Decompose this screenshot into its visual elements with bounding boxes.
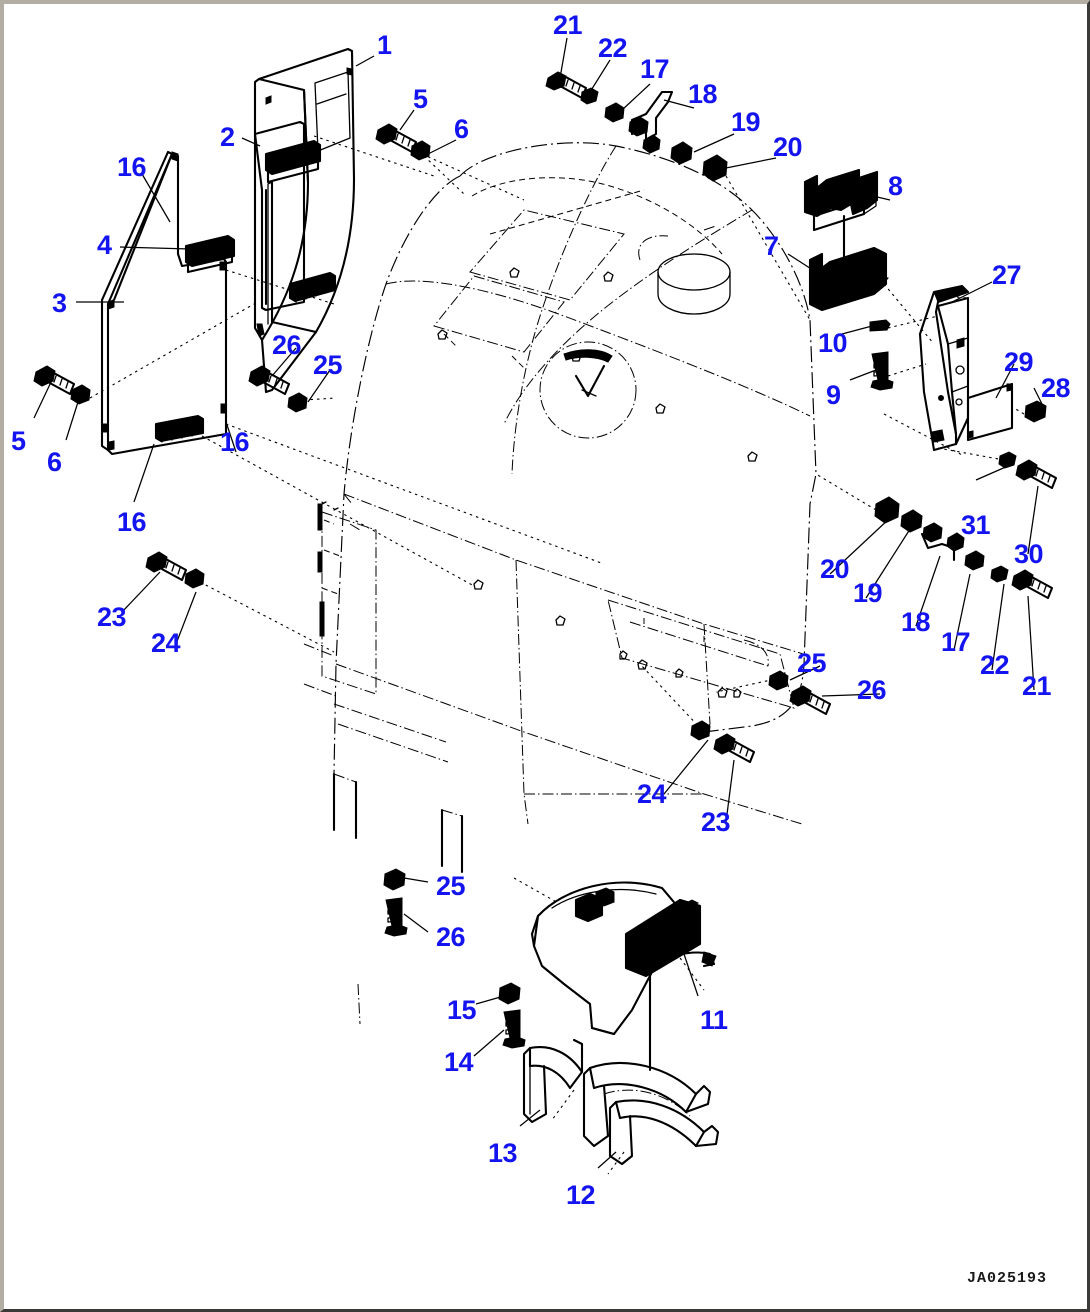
washer-25-right bbox=[768, 670, 789, 691]
nut-28 bbox=[1024, 400, 1047, 423]
seal-block-lower bbox=[154, 414, 205, 443]
bolt-14 bbox=[502, 1009, 526, 1049]
washer-24-mid bbox=[690, 720, 711, 741]
callout-2[interactable]: 2 bbox=[220, 122, 235, 152]
hinge-upper bbox=[264, 139, 322, 184]
washer-15 bbox=[498, 982, 521, 1005]
rubber-mount-20-bot bbox=[874, 496, 900, 524]
callout-25b[interactable]: 25 bbox=[797, 648, 827, 678]
leader-lines bbox=[33, 37, 1045, 1175]
callout-7[interactable]: 7 bbox=[764, 231, 779, 261]
callout-11[interactable]: 11 bbox=[700, 1005, 728, 1035]
part-27-corner-bracket bbox=[918, 284, 970, 452]
washer-6-left bbox=[70, 384, 91, 405]
part-12-fender-ext-outer bbox=[582, 1061, 720, 1166]
bolt-21-top bbox=[545, 71, 588, 100]
callout-6b[interactable]: 6 bbox=[47, 447, 62, 477]
callout-29[interactable]: 29 bbox=[1004, 347, 1034, 377]
washer-25-fender bbox=[383, 868, 406, 891]
fender-bracket-small bbox=[574, 887, 615, 923]
part-3-side-panel bbox=[100, 150, 236, 456]
callout-4[interactable]: 4 bbox=[97, 230, 112, 260]
bolt-5-top bbox=[375, 123, 418, 154]
bolt-23-left bbox=[145, 551, 188, 582]
bolt-30 bbox=[1015, 459, 1058, 490]
callout-28[interactable]: 28 bbox=[1041, 373, 1071, 403]
part-29-cover-plate bbox=[966, 382, 1014, 442]
callout-26b[interactable]: 26 bbox=[857, 675, 887, 705]
diagram-canvas: .s { fill:none; stroke:#000; stroke-widt… bbox=[33, 37, 1058, 1175]
callout-21a[interactable]: 21 bbox=[553, 10, 583, 40]
part-2-front-panel bbox=[253, 120, 306, 312]
callout-24b[interactable]: 24 bbox=[637, 779, 667, 809]
hinge-lower bbox=[288, 271, 337, 303]
callout-24a[interactable]: 24 bbox=[151, 628, 181, 658]
washer-19-top bbox=[670, 141, 693, 165]
callout-25c[interactable]: 25 bbox=[436, 871, 466, 901]
callout-27[interactable]: 27 bbox=[992, 260, 1022, 290]
damper-plate-18-top bbox=[628, 90, 674, 154]
callout-8[interactable]: 8 bbox=[888, 171, 903, 201]
bolt-26-fender bbox=[384, 897, 408, 937]
callout-10[interactable]: 10 bbox=[818, 328, 848, 358]
callout-6a[interactable]: 6 bbox=[454, 114, 469, 144]
callout-23a[interactable]: 23 bbox=[97, 602, 127, 632]
callout-30[interactable]: 30 bbox=[1014, 539, 1044, 569]
cab-body-phantom bbox=[303, 142, 817, 1025]
washer-22-top bbox=[580, 87, 599, 105]
callout-26a[interactable]: 26 bbox=[272, 330, 302, 360]
nut-17-top bbox=[604, 102, 625, 123]
drawing-code: JA025193 bbox=[966, 1270, 1047, 1287]
callout-18a[interactable]: 18 bbox=[688, 79, 718, 109]
bolt-23-mid bbox=[713, 733, 756, 764]
washer-24-left bbox=[184, 568, 205, 589]
callout-16a[interactable]: 16 bbox=[117, 152, 147, 182]
part-13-fender-ext-inner bbox=[522, 1038, 584, 1124]
callout-12[interactable]: 12 bbox=[566, 1180, 596, 1210]
callout-19b[interactable]: 19 bbox=[853, 578, 883, 608]
washer-6-top bbox=[410, 140, 431, 161]
part-11-fender bbox=[530, 881, 717, 1072]
callout-21b[interactable]: 21 bbox=[1022, 671, 1052, 701]
rubber-mount-20-top bbox=[702, 154, 728, 182]
bolt-5-left bbox=[33, 365, 76, 396]
part-4-latch-bracket bbox=[184, 234, 236, 274]
callout-3[interactable]: 3 bbox=[52, 288, 67, 318]
callout-16b[interactable]: 16 bbox=[220, 427, 250, 457]
pin-10 bbox=[869, 319, 891, 332]
washer-19-bot bbox=[900, 509, 923, 533]
bolt-26-mid bbox=[248, 365, 291, 396]
callout-26c[interactable]: 26 bbox=[436, 922, 466, 952]
part-7-lower-bracket bbox=[808, 214, 889, 312]
callout-22b[interactable]: 22 bbox=[980, 650, 1010, 680]
callout-14[interactable]: 14 bbox=[444, 1047, 474, 1077]
bolt-26-right bbox=[789, 685, 832, 716]
callout-5a[interactable]: 5 bbox=[413, 84, 428, 114]
washer-22-bot bbox=[990, 565, 1009, 583]
callout-23b[interactable]: 23 bbox=[701, 807, 731, 837]
washer-31 bbox=[998, 451, 1017, 469]
damper-plate-18-bot bbox=[920, 522, 965, 562]
callout-13[interactable]: 13 bbox=[488, 1138, 518, 1168]
callout-18b[interactable]: 18 bbox=[901, 607, 931, 637]
callout-25a[interactable]: 25 bbox=[313, 350, 343, 380]
callout-5b[interactable]: 5 bbox=[11, 426, 26, 456]
stud-bolt-9 bbox=[870, 351, 894, 391]
callout-31[interactable]: 31 bbox=[961, 510, 991, 540]
washer-25-mid bbox=[287, 392, 308, 413]
callout-9[interactable]: 9 bbox=[826, 380, 841, 410]
callout-19a[interactable]: 19 bbox=[731, 107, 761, 137]
callout-20b[interactable]: 20 bbox=[820, 554, 850, 584]
callout-1[interactable]: 1 bbox=[377, 30, 392, 60]
callout-16c[interactable]: 16 bbox=[117, 507, 147, 537]
callout-22a[interactable]: 22 bbox=[598, 33, 628, 63]
callout-17b[interactable]: 17 bbox=[941, 627, 971, 657]
callout-15[interactable]: 15 bbox=[447, 995, 477, 1025]
part-8-upper-bracket bbox=[803, 168, 879, 232]
fender-bracket-large bbox=[624, 898, 717, 978]
bolt-21-bot bbox=[1011, 569, 1054, 600]
nut-17-bot bbox=[964, 550, 985, 571]
callout-17a[interactable]: 17 bbox=[640, 54, 670, 84]
callout-20a[interactable]: 20 bbox=[773, 132, 803, 162]
